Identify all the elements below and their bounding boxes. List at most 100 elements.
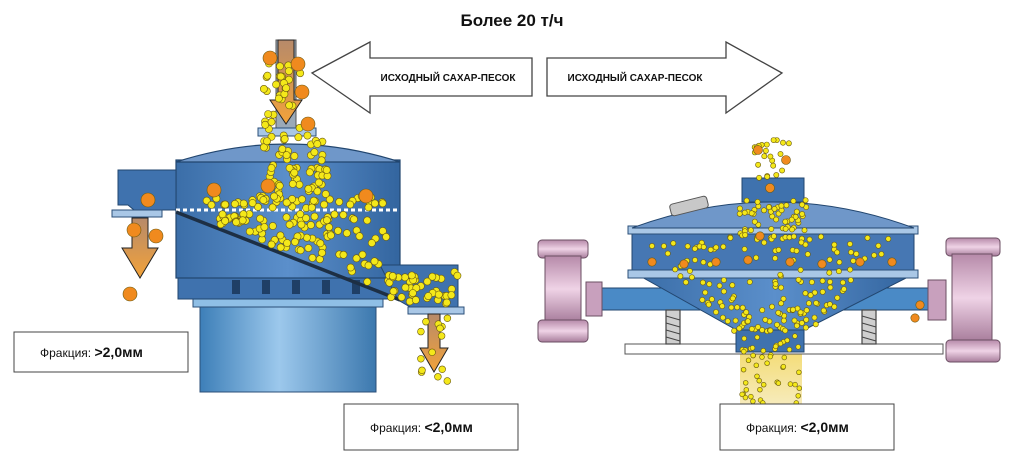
sugar-particle: [221, 216, 229, 225]
sugar-particle: [692, 257, 698, 263]
sugar-particle: [807, 292, 814, 299]
sugar-particle: [282, 84, 290, 92]
sugar-particle: [781, 317, 787, 324]
sugar-particle: [793, 247, 800, 254]
left-sifter: [111, 39, 465, 393]
sugar-particle: [792, 333, 798, 339]
sugar-particle: [350, 215, 358, 224]
sugar-particle: [700, 279, 706, 286]
left-particles: [122, 50, 462, 385]
sugar-particle: [834, 294, 841, 301]
sugar-particle: [761, 153, 768, 160]
sugar-particle: [778, 284, 784, 291]
sugar-particle: [777, 271, 784, 278]
sugar-particle: [296, 210, 305, 219]
sugar-particle: [794, 322, 800, 329]
sugar-particle: [787, 381, 794, 387]
sugar-particle: [803, 324, 809, 331]
sugar-particle: [780, 363, 787, 370]
sugar-particle: [260, 223, 269, 231]
sugar-particle: [768, 226, 775, 232]
sugar-particle: [310, 212, 319, 221]
sugar-particle: [827, 301, 833, 308]
sugar-particle: [749, 326, 755, 332]
sugar-particle: [334, 226, 342, 235]
sugar-particle: [689, 274, 695, 281]
sugar-particle: [290, 152, 299, 160]
sugar-particle: [791, 233, 797, 240]
sugar-particle: [753, 254, 759, 261]
sugar-particle: [206, 182, 222, 198]
right-fine-fraction-box: Фракция: <2,0мм: [719, 403, 895, 451]
sugar-particle: [140, 192, 156, 208]
sugar-particle: [836, 268, 842, 275]
sugar-particle: [788, 216, 795, 223]
sugar-particle: [727, 234, 734, 241]
sugar-particle: [736, 325, 743, 332]
sugar-particle: [759, 354, 765, 360]
sugar-particle: [871, 252, 877, 259]
sugar-particle: [806, 236, 813, 243]
sugar-particle: [754, 198, 761, 205]
sugar-particle: [741, 246, 748, 252]
sugar-particle: [672, 266, 678, 273]
sugar-particle: [245, 227, 254, 236]
sugar-particle: [367, 239, 376, 247]
sugar-particle: [438, 365, 446, 373]
sugar-particle: [716, 282, 723, 289]
sugar-particle: [422, 318, 430, 326]
sugar-particle: [915, 300, 925, 310]
sugar-particle: [259, 143, 268, 152]
sugar-particle: [302, 233, 311, 242]
sugar-particle: [313, 187, 322, 196]
sugar-particle: [260, 178, 276, 194]
sugar-particle: [887, 257, 897, 267]
sugar-particle: [762, 316, 769, 323]
right-particles: [647, 137, 925, 406]
sugar-particle: [806, 300, 812, 307]
sugar-particle: [308, 253, 317, 262]
sugar-particle: [268, 222, 277, 230]
sugar-particle: [819, 288, 826, 295]
sugar-particle: [809, 279, 815, 285]
sugar-particle: [765, 183, 775, 193]
sugar-particle: [239, 199, 248, 208]
sugar-particle: [764, 173, 771, 180]
sugar-particle: [285, 164, 294, 172]
sugar-particle: [305, 168, 314, 177]
left-coarse-arrow: [121, 217, 159, 279]
sugar-particle: [290, 56, 306, 72]
sugar-particle: [649, 243, 655, 249]
arrow-left-label: ИСХОДНЫЙ САХАР-ПЕСОК: [381, 71, 517, 84]
sugar-particle: [272, 80, 280, 89]
right-motor-right: [927, 237, 1001, 363]
sugar-particle: [291, 237, 299, 246]
sugar-particle: [389, 287, 398, 296]
sugar-particle: [741, 209, 748, 216]
sugar-particle: [122, 286, 138, 302]
sugar-particle: [782, 327, 789, 334]
sugar-particle: [720, 314, 726, 321]
sugar-particle: [748, 210, 755, 217]
sugar-particle: [364, 203, 373, 212]
sugar-particle: [232, 218, 241, 227]
sugar-particle: [753, 145, 763, 155]
sugar-particle: [875, 242, 882, 249]
sugar-particle: [713, 244, 719, 251]
sugar-particle: [763, 147, 769, 154]
sugar-particle: [254, 202, 262, 211]
sugar-particle: [355, 232, 364, 241]
sugar-particle: [803, 307, 810, 314]
sugar-particle: [262, 50, 278, 66]
sugar-particle: [684, 243, 691, 250]
sugar-particle: [753, 362, 759, 368]
sugar-particle: [755, 324, 761, 330]
sugar-particle: [411, 296, 420, 304]
sugar-particle: [218, 210, 227, 219]
sugar-particle: [285, 101, 294, 110]
sugar-particle: [760, 382, 767, 388]
sugar-particle: [363, 277, 372, 286]
sugar-particle: [290, 168, 299, 177]
sugar-particle: [728, 304, 735, 311]
sugar-particle: [847, 241, 853, 247]
